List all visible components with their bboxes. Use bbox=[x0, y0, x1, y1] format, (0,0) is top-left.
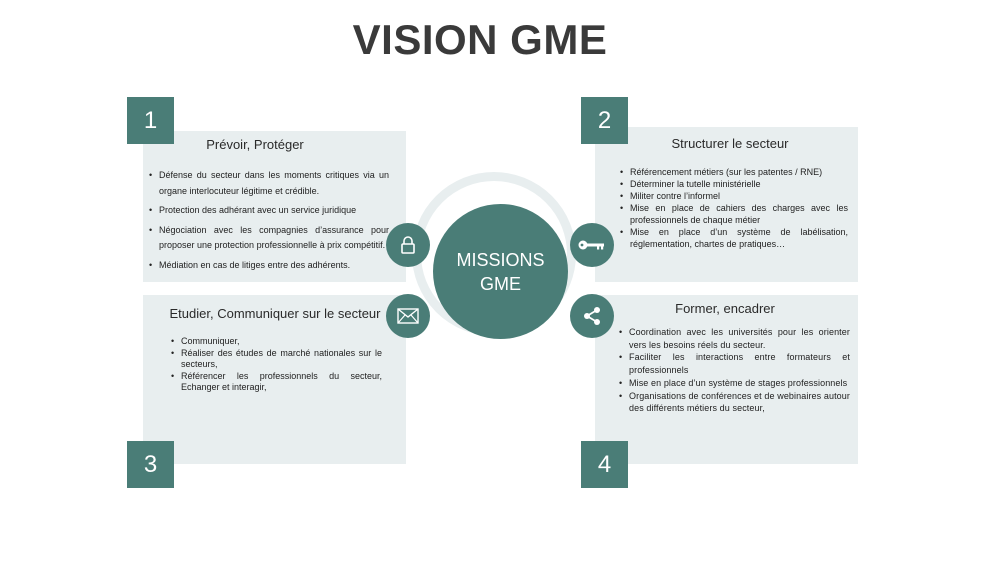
key-icon bbox=[570, 223, 614, 267]
list-item: Réaliser des études de marché nationales… bbox=[171, 348, 382, 371]
list-item: Mise en place d’un système de stages pro… bbox=[619, 377, 850, 390]
panel-title-2: Structurer le secteur bbox=[671, 136, 789, 151]
center-label-line2: GME bbox=[479, 273, 521, 294]
panel-title-4: Former, encadrer bbox=[675, 301, 775, 316]
panel-2-list: Référencement métiers (sur les patentes … bbox=[620, 166, 848, 250]
panel-number-2: 2 bbox=[581, 97, 628, 144]
mail-icon bbox=[386, 294, 430, 338]
panel-3-list: Communiquer, Réaliser des études de marc… bbox=[171, 336, 382, 394]
list-item: Référencer les professionnels du secteur… bbox=[171, 371, 382, 394]
panel-title-1: Prévoir, Protéger bbox=[206, 137, 304, 152]
panel-4-list: Coordination avec les universités pour l… bbox=[619, 326, 850, 415]
share-icon bbox=[570, 294, 614, 338]
center-label-line1: MISSIONS bbox=[456, 249, 545, 270]
list-item: Militer contre l’informel bbox=[620, 190, 848, 202]
panel-number-4: 4 bbox=[581, 441, 628, 488]
list-item: Référencement métiers (sur les patentes … bbox=[620, 166, 848, 178]
list-item: Défense du secteur dans les moments crit… bbox=[149, 168, 389, 199]
panel-title-3: Etudier, Communiquer sur le secteur bbox=[169, 306, 381, 321]
list-item: Faciliter les interactions entre formate… bbox=[619, 351, 850, 376]
list-item: Mise en place d’un système de labélisati… bbox=[620, 226, 848, 250]
list-item: Protection des adhérant avec un service … bbox=[149, 203, 389, 219]
center-circle: MISSIONS GME bbox=[433, 204, 568, 339]
panel-number-3: 3 bbox=[127, 441, 174, 488]
list-item: Coordination avec les universités pour l… bbox=[619, 326, 850, 351]
panel-1-list: Défense du secteur dans les moments crit… bbox=[149, 168, 389, 277]
panel-number-1: 1 bbox=[127, 97, 174, 144]
list-item: Déterminer la tutelle ministérielle bbox=[620, 178, 848, 190]
lock-icon bbox=[386, 223, 430, 267]
list-item: Organisations de conférences et de webin… bbox=[619, 390, 850, 415]
list-item: Communiquer, bbox=[171, 336, 382, 348]
page-title: VISION GME bbox=[352, 16, 608, 63]
list-item: Médiation en cas de litiges entre des ad… bbox=[149, 258, 389, 274]
list-item: Mise en place de cahiers des charges ave… bbox=[620, 202, 848, 226]
list-item: Négociation avec les compagnies d’assura… bbox=[149, 223, 389, 254]
